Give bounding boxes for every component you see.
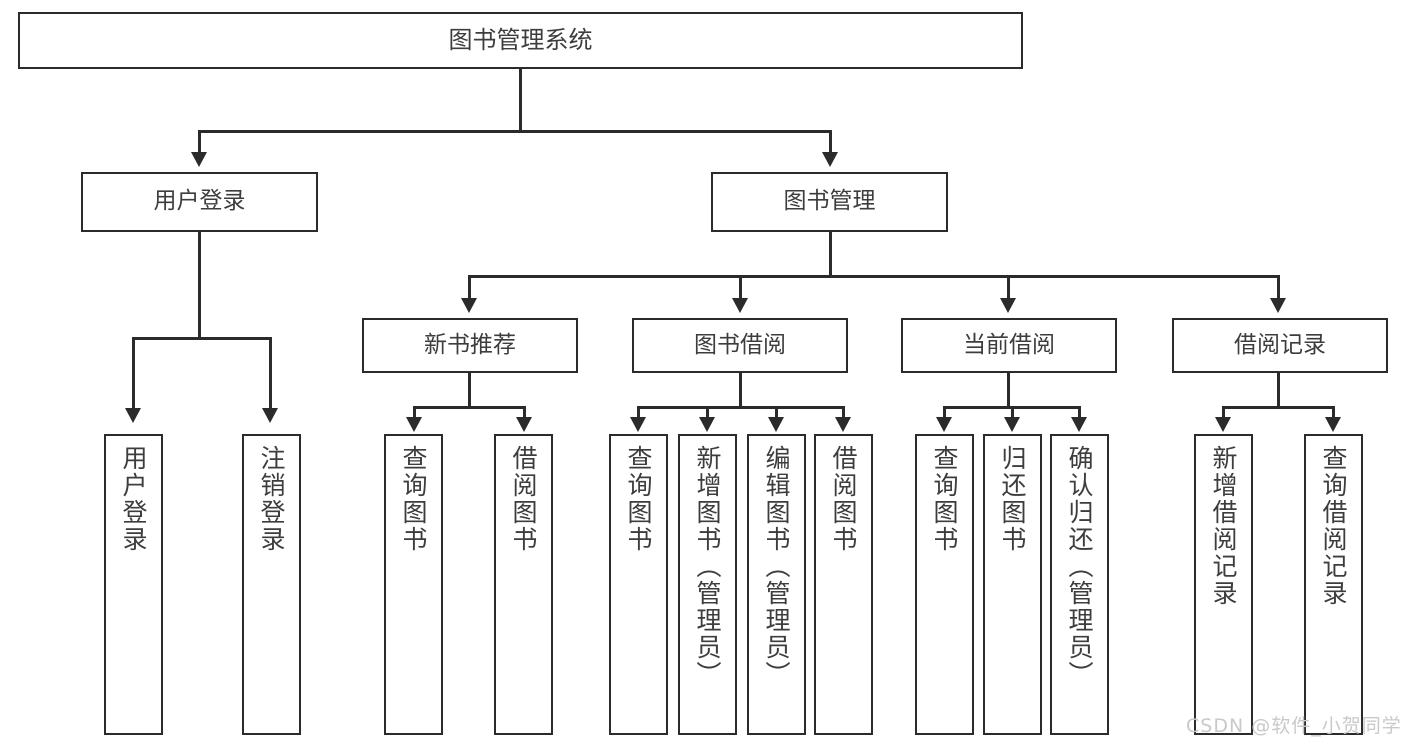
- connector-borrow-record-drop-2: [1332, 406, 1335, 420]
- arrowhead-borrow-record-leaf-2: [1325, 417, 1341, 432]
- leaf-new-book-recommend-1[interactable]: 查询图书: [384, 434, 443, 735]
- connector-root-bus: [198, 130, 832, 133]
- connector-current-borrow-bus: [943, 406, 1078, 409]
- arrowhead-book-manage-child-3: [1000, 298, 1016, 313]
- connector-book-manage-drop-3: [1007, 275, 1010, 301]
- connector-book-manage-stem: [829, 232, 832, 278]
- arrowhead-borrow-record-leaf-1: [1215, 417, 1231, 432]
- connector-book-borrow-stem: [739, 373, 742, 409]
- leaf-book-borrow-2[interactable]: 新增图书（管理员）: [678, 434, 737, 735]
- arrowhead-book-manage-child-4: [1270, 298, 1286, 313]
- connector-user-login-bus: [132, 337, 270, 340]
- arrowhead-book-borrow-leaf-4: [835, 417, 851, 432]
- leaf-current-borrow-1[interactable]: 查询图书: [915, 434, 974, 735]
- connector-borrow-record-bus: [1222, 406, 1335, 409]
- node-label: 确认归还（管理员）: [1065, 445, 1094, 688]
- connector-user-login-stem: [198, 232, 201, 340]
- connector-book-manage-drop-4: [1277, 275, 1280, 301]
- connector-user-login-drop-1: [132, 337, 135, 411]
- arrowhead-book-borrow-leaf-1: [630, 417, 646, 432]
- connector-user-login-drop-2: [269, 337, 272, 411]
- arrowhead-new-book-leaf-2: [516, 417, 532, 432]
- arrowhead-book-manage-child-1: [461, 298, 477, 313]
- node-current-borrow[interactable]: 当前借阅: [901, 318, 1117, 373]
- arrowhead-root-to-book-manage: [822, 152, 838, 167]
- arrowhead-user-login-leaf-1: [125, 408, 141, 423]
- node-label: 注销登录: [257, 445, 286, 553]
- connector-book-borrow-drop-3: [775, 406, 778, 420]
- connector-root-to-user-login: [198, 130, 201, 156]
- arrowhead-new-book-leaf-1: [406, 417, 422, 432]
- node-label: 图书借阅: [694, 331, 786, 358]
- leaf-borrow-record-2[interactable]: 查询借阅记录: [1304, 434, 1363, 735]
- arrowhead-book-manage-child-2: [732, 298, 748, 313]
- connector-borrow-record-stem: [1277, 373, 1280, 409]
- node-new-book-recommend[interactable]: 新书推荐: [362, 318, 578, 373]
- leaf-user-login-1[interactable]: 用户登录: [104, 434, 163, 735]
- node-root-system[interactable]: 图书管理系统: [18, 12, 1023, 69]
- connector-new-book-drop-2: [523, 406, 526, 420]
- node-borrow-record[interactable]: 借阅记录: [1172, 318, 1388, 373]
- connector-root-stem: [519, 69, 522, 132]
- connector-root-to-book-manage: [829, 130, 832, 156]
- arrowhead-book-borrow-leaf-2: [699, 417, 715, 432]
- leaf-borrow-record-1[interactable]: 新增借阅记录: [1194, 434, 1253, 735]
- leaf-current-borrow-3[interactable]: 确认归还（管理员）: [1050, 434, 1109, 735]
- node-label: 借阅图书: [829, 445, 858, 553]
- arrowhead-current-borrow-leaf-1: [936, 417, 952, 432]
- connector-current-borrow-drop-2: [1011, 406, 1014, 420]
- leaf-book-borrow-1[interactable]: 查询图书: [609, 434, 668, 735]
- node-user-login[interactable]: 用户登录: [81, 172, 318, 232]
- node-label: 新增借阅记录: [1209, 445, 1238, 607]
- arrowhead-root-to-user-login: [191, 152, 207, 167]
- leaf-book-borrow-3[interactable]: 编辑图书（管理员）: [747, 434, 806, 735]
- leaf-user-login-2[interactable]: 注销登录: [242, 434, 301, 735]
- leaf-new-book-recommend-2[interactable]: 借阅图书: [494, 434, 553, 735]
- connector-book-borrow-drop-2: [706, 406, 709, 420]
- node-label: 查询图书: [399, 445, 428, 553]
- leaf-current-borrow-2[interactable]: 归还图书: [983, 434, 1042, 735]
- node-label: 归还图书: [998, 445, 1027, 553]
- connector-book-borrow-drop-1: [637, 406, 640, 420]
- arrowhead-current-borrow-leaf-2: [1004, 417, 1020, 432]
- connector-book-manage-drop-2: [739, 275, 742, 301]
- connector-new-book-bus: [413, 406, 526, 409]
- node-label: 图书管理: [783, 188, 876, 215]
- connector-borrow-record-drop-1: [1222, 406, 1225, 420]
- node-label: 新增图书（管理员）: [693, 445, 722, 688]
- node-book-borrow[interactable]: 图书借阅: [632, 318, 848, 373]
- connector-current-borrow-drop-1: [943, 406, 946, 420]
- node-label: 编辑图书（管理员）: [762, 445, 791, 688]
- node-label: 借阅图书: [509, 445, 538, 553]
- connector-current-borrow-stem: [1007, 373, 1010, 409]
- connector-new-book-stem: [468, 373, 471, 409]
- node-label: 当前借阅: [963, 331, 1055, 358]
- node-label: 查询图书: [624, 445, 653, 553]
- node-label: 查询借阅记录: [1319, 445, 1348, 607]
- node-label: 新书推荐: [424, 331, 516, 358]
- connector-book-borrow-drop-4: [842, 406, 845, 420]
- leaf-book-borrow-4[interactable]: 借阅图书: [814, 434, 873, 735]
- node-book-management[interactable]: 图书管理: [711, 172, 948, 232]
- node-label: 借阅记录: [1234, 331, 1326, 358]
- csdn-watermark: CSDN @软件_小贺同学: [1186, 715, 1402, 737]
- connector-book-borrow-bus: [637, 406, 845, 409]
- connector-current-borrow-drop-3: [1078, 406, 1081, 420]
- connector-book-manage-bus: [468, 275, 1280, 278]
- arrowhead-current-borrow-leaf-3: [1071, 417, 1087, 432]
- node-label: 用户登录: [153, 188, 246, 215]
- connector-new-book-drop-1: [413, 406, 416, 420]
- node-label: 查询图书: [930, 445, 959, 553]
- node-label: 图书管理系统: [448, 26, 593, 55]
- connector-book-manage-drop-1: [468, 275, 471, 301]
- arrowhead-book-borrow-leaf-3: [768, 417, 784, 432]
- node-label: 用户登录: [119, 445, 148, 553]
- arrowhead-user-login-leaf-2: [262, 408, 278, 423]
